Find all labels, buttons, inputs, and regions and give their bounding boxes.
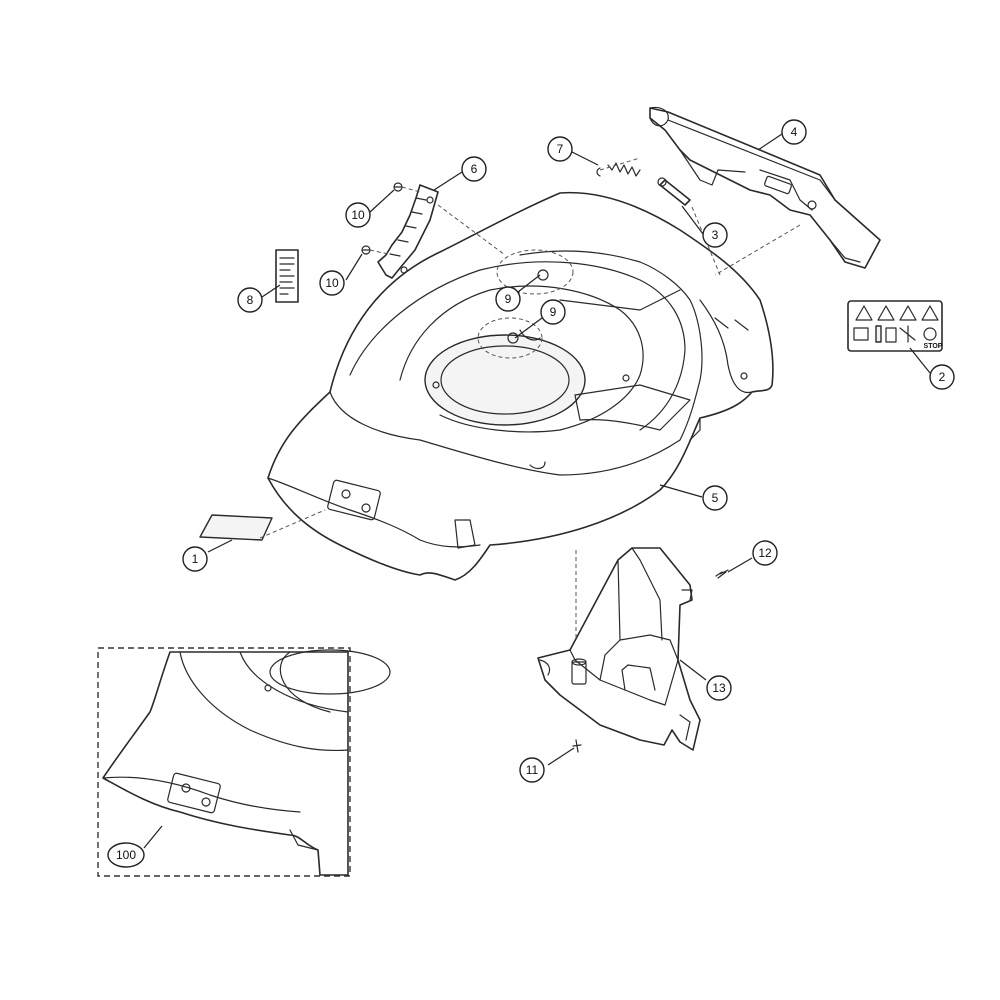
pin: [657, 177, 691, 206]
rear-flap-assembly: [649, 106, 881, 269]
callout-4: 4: [781, 119, 807, 145]
deflector: [537, 547, 701, 751]
callout-12: 12: [752, 540, 778, 566]
callout-6: 6: [461, 156, 487, 182]
callout-10a-label: 10: [351, 208, 365, 222]
screw-11: [572, 739, 582, 753]
callout-2: 2: [929, 364, 955, 390]
callout-13-label: 13: [712, 681, 726, 695]
warning-decal: STOP: [847, 300, 943, 352]
callout-12-label: 12: [758, 546, 772, 560]
detail-inset: [97, 647, 391, 877]
callout-7: 7: [547, 136, 573, 162]
callout-8-label: 8: [247, 293, 254, 307]
callout-100-label: 100: [116, 848, 136, 862]
leader-lines: [143, 133, 931, 849]
spring: [596, 162, 641, 177]
callout-13: 13: [706, 675, 732, 701]
plug-upper: [496, 249, 574, 295]
callout-3-label: 3: [712, 228, 719, 242]
callout-7-label: 7: [557, 142, 564, 156]
height-adjuster-rack: [377, 184, 439, 279]
decal-stop-text: STOP: [924, 343, 943, 350]
callout-9b-label: 9: [550, 305, 557, 319]
plug-lower: [477, 317, 543, 359]
callout-5: 5: [702, 485, 728, 511]
screw-lower: [361, 245, 371, 255]
mower-deck: [267, 191, 774, 581]
callout-4-label: 4: [791, 125, 798, 139]
callout-9a-label: 9: [505, 292, 512, 306]
callout-8: 8: [237, 287, 263, 313]
callout-5-label: 5: [712, 491, 719, 505]
callout-1-label: 1: [192, 552, 199, 566]
label-card: [275, 249, 299, 303]
callout-9b: 9: [540, 299, 566, 325]
front-plate: [199, 514, 273, 541]
callout-10b-label: 10: [325, 276, 339, 290]
callout-6-label: 6: [471, 162, 478, 176]
callout-10b: 10: [319, 270, 345, 296]
callout-9a: 9: [495, 286, 521, 312]
callout-11: 11: [519, 757, 545, 783]
screw-12: [715, 569, 729, 579]
callout-10a: 10: [345, 202, 371, 228]
callout-2-label: 2: [939, 370, 946, 384]
callout-1: 1: [182, 546, 208, 572]
callout-11-label: 11: [526, 763, 539, 777]
screw-upper: [393, 182, 403, 192]
callout-100: 100: [107, 842, 145, 868]
callout-3: 3: [702, 222, 728, 248]
